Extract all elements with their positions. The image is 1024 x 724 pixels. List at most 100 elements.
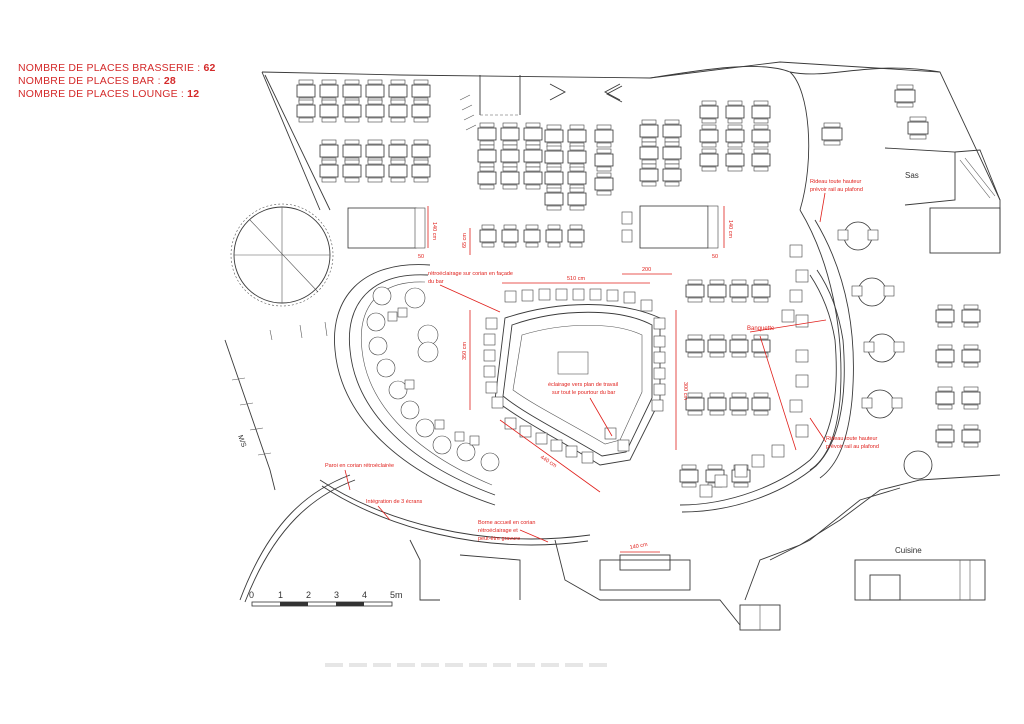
bar-seat-count: NOMBRE DE PLACES BAR : 28 (18, 75, 176, 87)
dim-65: 65 cm (462, 233, 468, 248)
banquette-seat (751, 454, 765, 468)
chair (709, 334, 725, 340)
table (477, 171, 497, 185)
table (662, 168, 682, 182)
table (685, 284, 705, 298)
note-eclairage: éclairage vers plan de travail (548, 382, 618, 388)
scale-tick-3: 3 (334, 590, 339, 600)
table (567, 150, 587, 164)
table (388, 164, 408, 178)
table (935, 349, 955, 363)
note-borne-2: rétroéclairage et (478, 528, 518, 534)
table (935, 429, 955, 443)
banquette-seat (795, 314, 809, 328)
chair (963, 362, 979, 368)
table (639, 168, 659, 182)
long-tables (347, 205, 719, 249)
chair (681, 482, 697, 488)
table (685, 339, 705, 353)
table (662, 124, 682, 138)
table (685, 397, 705, 411)
chair (727, 100, 743, 106)
chair (733, 482, 749, 488)
chair (525, 184, 541, 190)
table (751, 397, 771, 411)
chair (413, 159, 429, 165)
chair (641, 159, 657, 165)
chair (321, 159, 337, 165)
chair (503, 242, 517, 248)
chair (596, 124, 612, 130)
chair (687, 410, 703, 416)
chair (344, 99, 360, 105)
chair (546, 205, 562, 211)
chair (413, 117, 429, 123)
chair (963, 322, 979, 328)
chair (709, 279, 725, 285)
chair (502, 162, 518, 168)
dining-tables (296, 79, 981, 498)
table (961, 429, 981, 443)
chair (823, 140, 841, 146)
note-retro-facade: rétroéclairage sur corian en façade (428, 271, 513, 277)
table (388, 144, 408, 158)
chair (664, 119, 680, 125)
chair (413, 99, 429, 105)
note-eclairage-2: sur tout le pourtour du bar (552, 390, 615, 396)
chair (481, 224, 495, 230)
chair (727, 118, 743, 124)
table (729, 397, 749, 411)
chair (502, 144, 518, 150)
chair (367, 79, 383, 85)
chair (479, 140, 495, 146)
chair (687, 334, 703, 340)
chair (963, 404, 979, 410)
table (961, 391, 981, 405)
lounge-banquette (334, 264, 500, 506)
table (365, 104, 385, 118)
table (319, 164, 339, 178)
table (523, 171, 543, 185)
chair (298, 99, 314, 105)
table (594, 153, 614, 167)
chair (321, 79, 337, 85)
note-rideau-top: Rideau toute hauteur (810, 179, 862, 185)
chair (502, 184, 518, 190)
table (639, 146, 659, 160)
chair (641, 181, 657, 187)
chair (641, 119, 657, 125)
chair (569, 124, 585, 130)
dim-140a: 140 cm (431, 222, 437, 240)
chair (413, 79, 429, 85)
dimensions: 510 cm 200 350 cm 300 cm 440 cm 140 cm 1… (418, 206, 733, 553)
table (365, 144, 385, 158)
chair (937, 404, 953, 410)
table (411, 104, 431, 118)
banquette-seat (699, 484, 713, 498)
table (523, 229, 541, 243)
chair (596, 190, 612, 196)
room-stair: M/S (236, 434, 247, 448)
chair (367, 99, 383, 105)
room-cuisine: Cuisine (895, 546, 922, 555)
chair (731, 410, 747, 416)
chair (525, 140, 541, 146)
chair (753, 142, 769, 148)
table (296, 104, 316, 118)
chair (546, 166, 562, 172)
chair (503, 224, 517, 230)
note-borne-3: peut-être gravure (478, 536, 520, 542)
chair (413, 177, 429, 183)
chair (344, 139, 360, 145)
table (523, 149, 543, 163)
note-retro-facade-2: du bar (428, 279, 444, 285)
chair (547, 224, 561, 230)
table (699, 129, 719, 143)
chair (731, 334, 747, 340)
chair (641, 163, 657, 169)
chair (701, 118, 717, 124)
chair (727, 166, 743, 172)
chair (687, 297, 703, 303)
table (296, 84, 316, 98)
table (725, 129, 745, 143)
